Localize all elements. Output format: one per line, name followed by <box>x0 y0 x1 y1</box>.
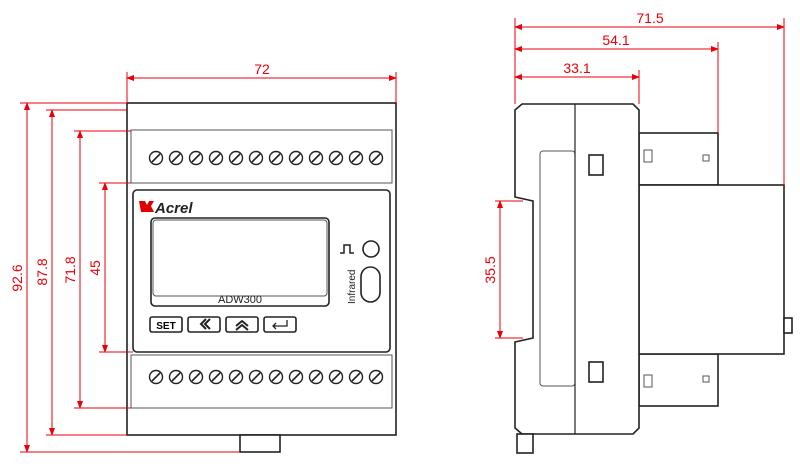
screw-slot <box>311 372 321 382</box>
side-latch <box>588 361 604 383</box>
top-terminal-screws <box>148 150 384 166</box>
dim-depth-terminal: 54.1 <box>602 32 629 48</box>
model-label: ADW300 <box>218 294 262 306</box>
screw-slot <box>231 153 241 163</box>
screw-slot <box>191 372 201 382</box>
screw-slot <box>251 153 261 163</box>
enter-arrow-icon <box>272 320 288 330</box>
din-clip <box>516 433 534 454</box>
svg-text:SET: SET <box>156 321 175 332</box>
screw-slot <box>191 153 201 163</box>
double-chevron-left-icon <box>199 318 211 330</box>
up-button[interactable] <box>225 316 259 333</box>
dim-height-body: 87.8 <box>34 258 50 285</box>
pulse-icon <box>340 244 354 254</box>
side-view <box>514 103 793 454</box>
dim-depth-total: 71.5 <box>636 10 663 26</box>
screw-slot <box>211 372 221 382</box>
dim-din-rail: 35.5 <box>482 256 498 283</box>
screw-slot <box>371 372 381 382</box>
lower-terminal <box>638 353 719 407</box>
lcd-display <box>152 219 328 297</box>
screw-slot <box>271 372 281 382</box>
rear-body <box>638 184 785 355</box>
screw-slot <box>291 372 301 382</box>
screw-slot <box>371 153 381 163</box>
bottom-terminal-block <box>130 354 393 409</box>
dim-height-total: 92.6 <box>9 264 25 291</box>
screw-slot <box>171 153 181 163</box>
enter-button[interactable] <box>263 316 297 333</box>
screw-slot <box>151 153 161 163</box>
front-view: Acrel ADW300 Infrared SET <box>126 102 397 453</box>
infrared-label: Infrared <box>347 270 358 304</box>
set-button[interactable]: SET <box>149 316 183 333</box>
acrel-logo: Acrel <box>139 200 193 217</box>
left-button[interactable] <box>187 316 221 333</box>
screw-slot <box>291 153 301 163</box>
screw-slot <box>271 153 281 163</box>
bottom-clip <box>239 434 281 453</box>
dim-height-terminals: 71.8 <box>62 256 78 283</box>
infrared-port <box>360 266 381 303</box>
screw-slot <box>231 372 241 382</box>
screw-slot <box>351 153 361 163</box>
svg-text:Acrel: Acrel <box>154 200 193 217</box>
screw-slot <box>251 372 261 382</box>
upper-terminal <box>638 132 719 186</box>
front-dimensions: 72 92.6 87.8 71.8 45 <box>9 61 397 453</box>
dim-width: 72 <box>254 61 270 77</box>
dim-depth-front: 33.1 <box>563 60 590 76</box>
screw-slot <box>151 372 161 382</box>
side-latch <box>588 154 604 176</box>
screw-slot <box>211 153 221 163</box>
screw-slot <box>331 153 341 163</box>
side-dimensions: 71.5 54.1 33.1 35.5 <box>482 10 785 339</box>
pulse-led-icon <box>362 240 380 258</box>
dim-height-panel: 45 <box>87 260 103 276</box>
lcd-frame <box>150 217 330 307</box>
top-terminal-block <box>130 129 393 184</box>
screw-slot <box>351 372 361 382</box>
double-chevron-up-icon <box>235 319 249 331</box>
bottom-terminal-screws <box>148 369 384 385</box>
screw-slot <box>331 372 341 382</box>
rear-tab <box>783 317 793 334</box>
screw-slot <box>171 372 181 382</box>
screw-slot <box>311 153 321 163</box>
front-housing <box>514 103 640 435</box>
